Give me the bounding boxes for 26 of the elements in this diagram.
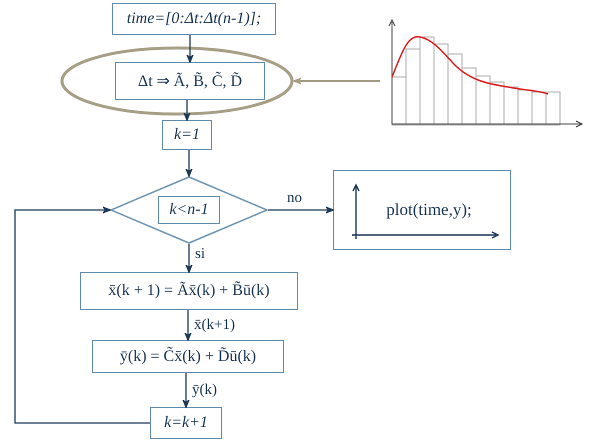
process-box	[115, 62, 265, 100]
process-box	[92, 340, 284, 373]
process-box	[150, 407, 222, 439]
arrow	[185, 150, 193, 178]
process-box	[162, 120, 212, 150]
formula-text: x̄(k + 1) = Ãx̄(k) + B̃ū(k)	[108, 282, 270, 300]
arrow	[183, 100, 191, 122]
edge-label: x̄(k+1)	[193, 317, 236, 334]
formula-text: k=1	[174, 126, 200, 144]
condition-text: k<n-1	[158, 196, 220, 224]
arrow	[14, 206, 150, 424]
edge-label: ȳ(k)	[191, 382, 218, 398]
process-box	[80, 272, 298, 310]
arrow	[268, 206, 334, 214]
formula-text: k=k+1	[164, 414, 208, 432]
process-box	[112, 3, 276, 35]
arrow	[184, 310, 192, 342]
formula-text: ȳ(k) = C̃x̄(k) + D̃ū(k)	[120, 348, 256, 366]
code-text: plot(time,y);	[386, 200, 472, 220]
output-box	[333, 170, 511, 250]
arrow	[182, 373, 190, 408]
formula-text: Δt ⇒ Ã, B̃, C̃, D̃	[138, 71, 242, 91]
arrow	[292, 77, 380, 85]
arrow	[185, 244, 193, 274]
formula-text: time=[0:Δt:Δt(n-1)];	[126, 10, 262, 28]
arrow	[186, 35, 194, 64]
